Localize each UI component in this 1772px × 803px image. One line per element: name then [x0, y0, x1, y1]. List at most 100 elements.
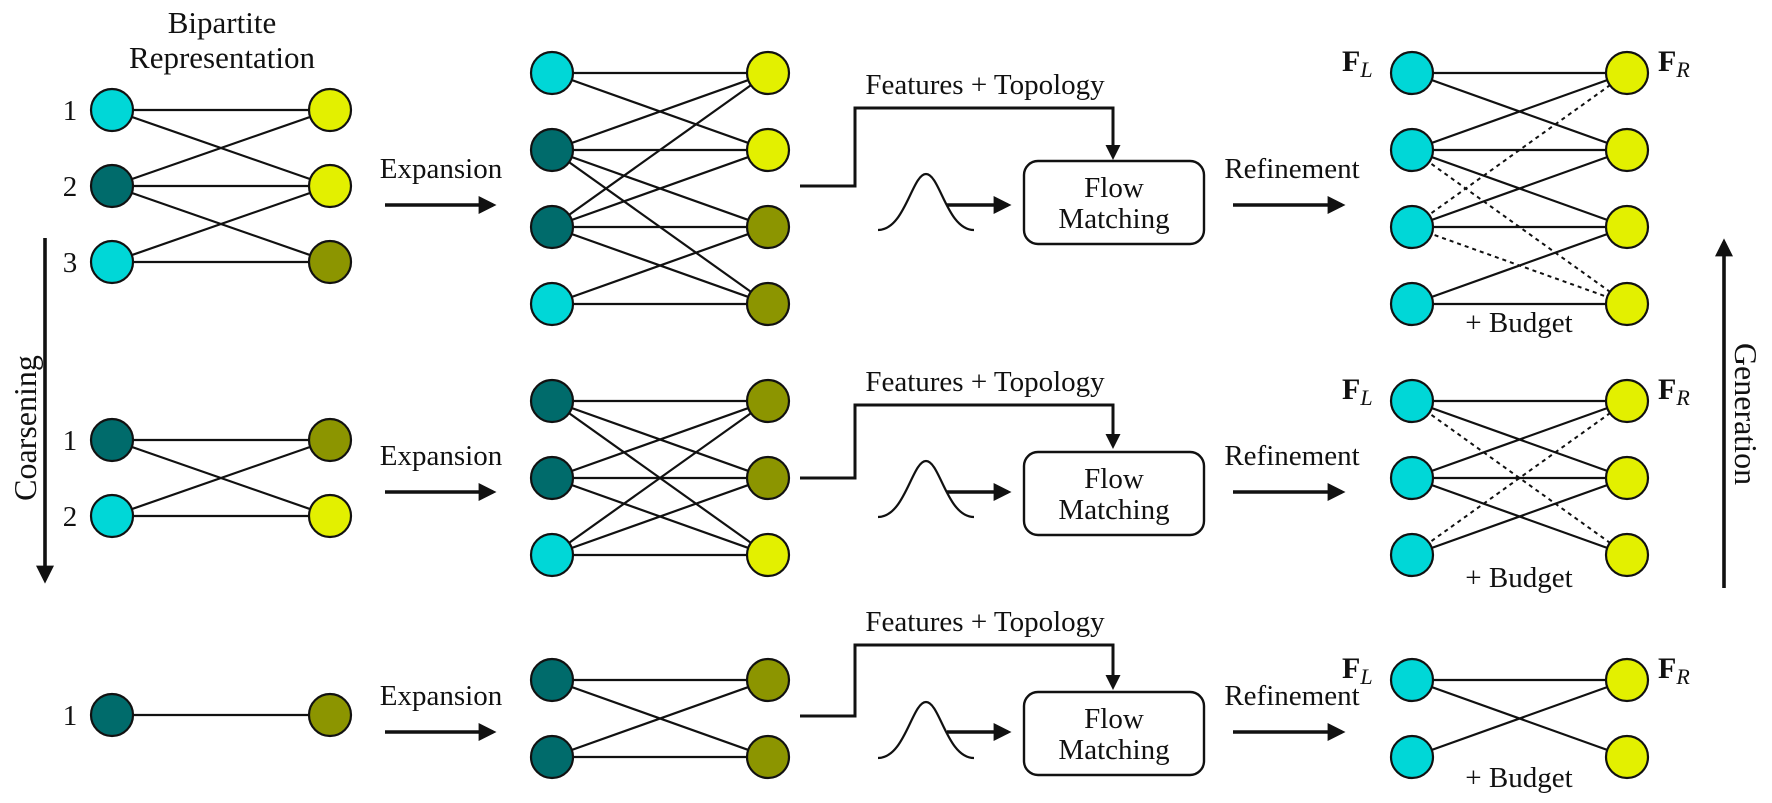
coarse-left-node	[89, 87, 135, 133]
coarse-node-id: 1	[63, 700, 78, 732]
expanded-left-node	[529, 657, 575, 703]
generation-label: Generation	[1728, 343, 1764, 485]
refined-left-node	[1389, 734, 1435, 780]
expanded-edge	[551, 148, 769, 229]
expanded-left-node	[529, 204, 575, 250]
refined-dashed-edge	[1411, 226, 1628, 305]
features-topology-label: Features + Topology	[865, 606, 1105, 638]
feature-label-left: FL	[1342, 373, 1373, 410]
refined-right-node	[1604, 734, 1650, 780]
refined-edge	[1411, 71, 1628, 152]
gaussian-noise-icon	[877, 700, 975, 760]
flow-matching-label-line1: Flow	[1084, 172, 1144, 204]
flow-matching-box	[1022, 159, 1206, 246]
refined-left-node	[1389, 657, 1435, 703]
coarse-edge	[111, 184, 331, 264]
refined-right-node	[1604, 281, 1650, 327]
gaussian-noise-icon	[877, 172, 975, 232]
features-topology-label: Features + Topology	[865, 366, 1105, 398]
coarse-node-id: 2	[63, 171, 78, 203]
budget-label: + Budget	[1465, 762, 1572, 794]
refined-right-node	[1604, 204, 1650, 250]
flow-matching-label-line2: Matching	[1058, 734, 1169, 766]
flow-matching-label-line1: Flow	[1084, 463, 1144, 495]
coarse-right-node	[307, 87, 353, 133]
coarse-right-node	[307, 163, 353, 209]
expanded-right-node	[745, 455, 791, 501]
flow-matching-box	[1022, 690, 1206, 777]
coarse-edge	[111, 108, 331, 188]
gaussian-noise-icon	[877, 459, 975, 519]
coarse-right-node	[307, 493, 353, 539]
coarse-node-id: 1	[63, 425, 78, 457]
bipartite-title-line2: Representation	[129, 40, 315, 75]
refinement-label: Refinement	[1224, 153, 1359, 185]
feature-label-left: FL	[1342, 45, 1373, 82]
coarse-left-node	[89, 692, 135, 738]
refined-edge	[1411, 476, 1628, 557]
expanded-left-node	[529, 281, 575, 327]
coarse-node-id: 3	[63, 247, 78, 279]
expanded-right-node	[745, 281, 791, 327]
refined-right-node	[1604, 657, 1650, 703]
feature-label-right: FR	[1658, 652, 1690, 689]
flow-matching-label-line2: Matching	[1058, 494, 1169, 526]
refined-right-node	[1604, 378, 1650, 424]
features-topology-label: Features + Topology	[865, 69, 1105, 101]
coarsening-label: Coarsening	[7, 355, 43, 501]
refined-left-node	[1389, 378, 1435, 424]
expanded-edge	[551, 225, 769, 306]
coarse-left-node	[89, 239, 135, 285]
feature-label-left: FL	[1342, 652, 1373, 689]
refined-left-node	[1389, 50, 1435, 96]
expanded-right-node	[745, 532, 791, 578]
refinement-label: Refinement	[1224, 440, 1359, 472]
flow-matching-label-line1: Flow	[1084, 703, 1144, 735]
refined-left-node	[1389, 204, 1435, 250]
level-row-2: 1 2 Expansion Features + TopologyFlowMatchi…	[63, 366, 1691, 594]
refined-right-node	[1604, 532, 1650, 578]
flow-matching-label-line2: Matching	[1058, 203, 1169, 235]
expanded-edge	[551, 678, 769, 759]
refined-edge	[1411, 148, 1628, 229]
coarse-left-node	[89, 163, 135, 209]
expanded-left-node	[529, 127, 575, 173]
expanded-left-node	[529, 532, 575, 578]
coarse-edge	[111, 438, 331, 518]
expanded-edge	[551, 400, 769, 556]
expansion-label: Expansion	[380, 680, 503, 712]
expanded-right-node	[745, 50, 791, 96]
flow-matching-box	[1022, 450, 1206, 537]
expansion-label: Expansion	[380, 153, 503, 185]
expanded-right-node	[745, 657, 791, 703]
refined-right-node	[1604, 50, 1650, 96]
expanded-left-node	[529, 50, 575, 96]
refined-left-node	[1389, 532, 1435, 578]
feature-label-right: FR	[1658, 373, 1690, 410]
feature-label-right: FR	[1658, 45, 1690, 82]
budget-label: + Budget	[1465, 307, 1572, 339]
expanded-left-node	[529, 378, 575, 424]
coarse-left-node	[89, 493, 135, 539]
budget-label: + Budget	[1465, 562, 1572, 594]
level-row-3: 1 Expansion Features + TopologyFlowMatchin…	[63, 606, 1691, 794]
coarse-left-node	[89, 417, 135, 463]
coarse-node-id: 2	[63, 501, 78, 533]
expanded-right-node	[745, 204, 791, 250]
refined-left-node	[1389, 127, 1435, 173]
coarse-right-node	[307, 239, 353, 285]
expanded-right-node	[745, 734, 791, 780]
refined-right-node	[1604, 127, 1650, 173]
expanded-right-node	[745, 127, 791, 173]
expanded-left-node	[529, 734, 575, 780]
coarse-right-node	[307, 692, 353, 738]
expansion-label: Expansion	[380, 440, 503, 472]
refined-edge	[1411, 678, 1628, 759]
refined-left-node	[1389, 281, 1435, 327]
refinement-label: Refinement	[1224, 680, 1359, 712]
expanded-edge	[551, 476, 769, 557]
refined-right-node	[1604, 455, 1650, 501]
